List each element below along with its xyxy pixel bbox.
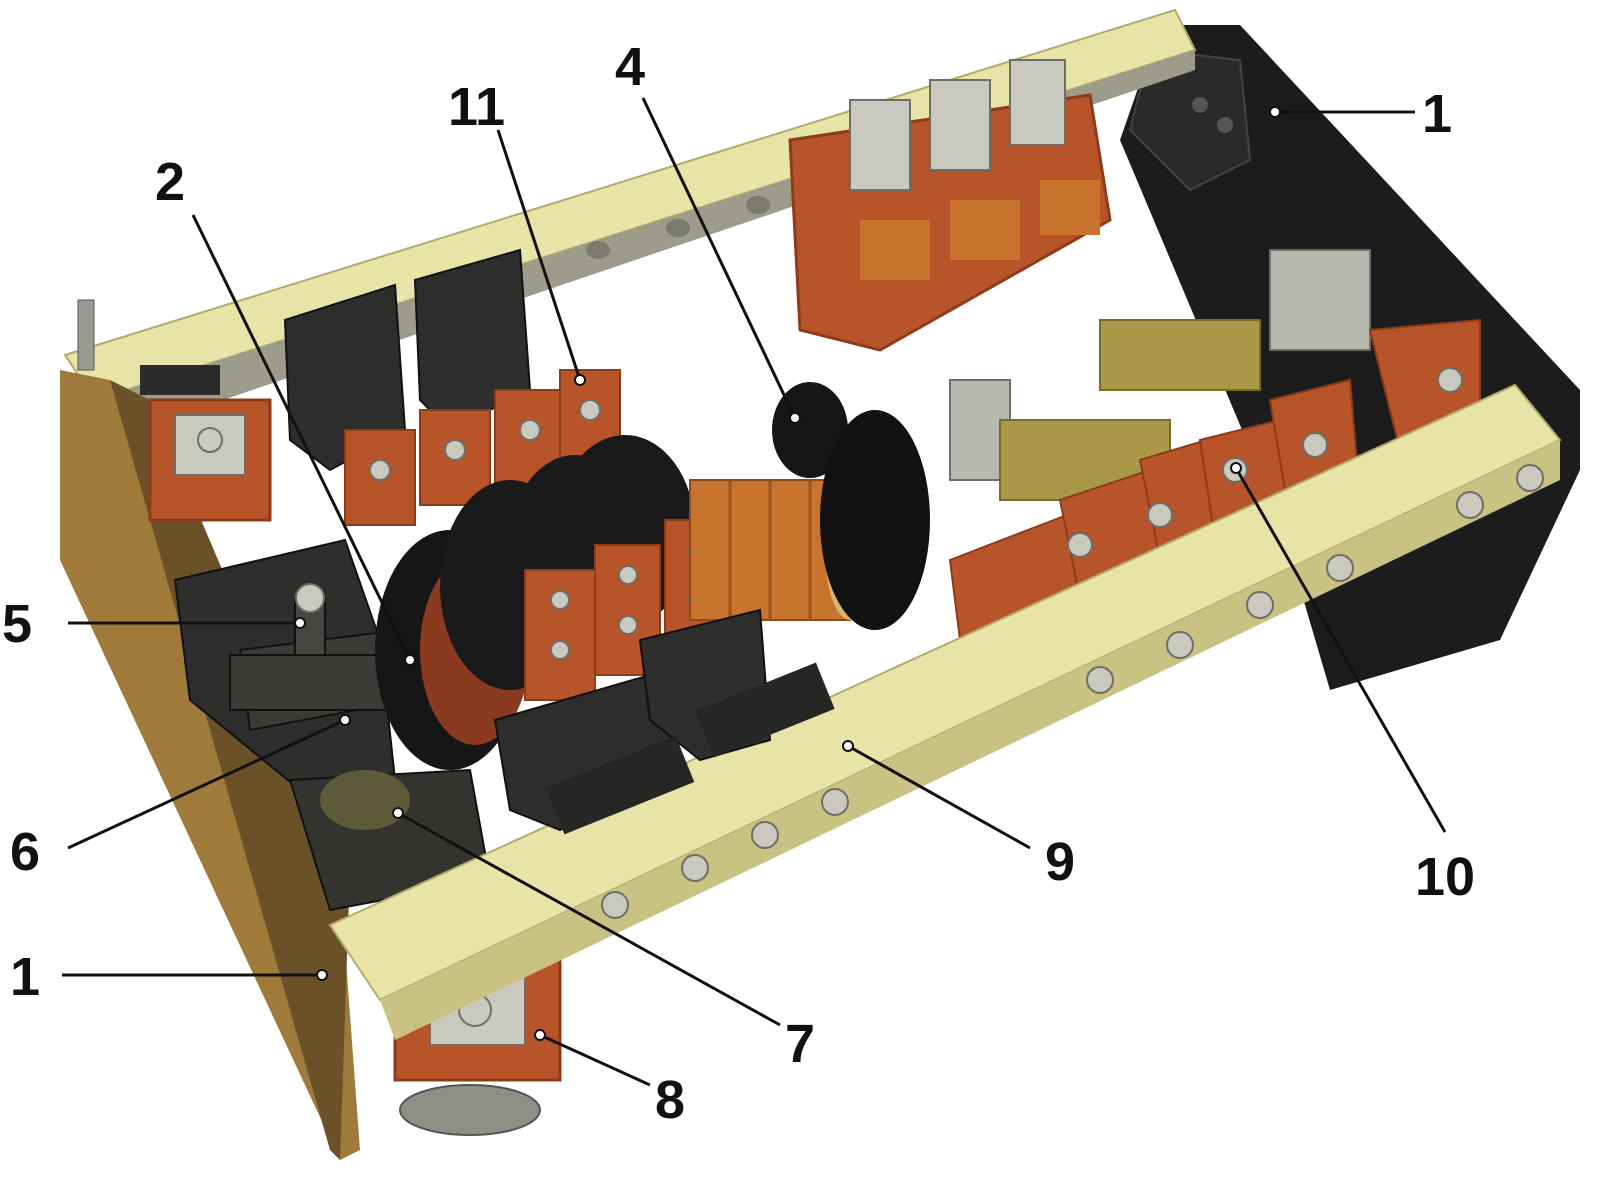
callout-label-1-top: 1 — [1422, 84, 1452, 144]
callout-label-10: 10 — [1415, 847, 1475, 907]
end-plate-left-face — [110, 380, 350, 1160]
callout-label-2: 2 — [155, 152, 185, 212]
callout-label-9: 9 — [1045, 832, 1075, 892]
frame-bar-front-side — [380, 440, 1560, 1040]
frame-bar-back-holes — [586, 196, 770, 259]
callout-labels: 1 1 2 4 5 6 7 8 9 10 11 — [2, 37, 1475, 1130]
leader-end-dots — [294, 106, 1281, 1041]
upper-contactor-group — [788, 59, 1112, 352]
insulator-block-upper-left — [148, 398, 272, 522]
leader-11 — [496, 129, 582, 381]
end-plate-right-bracket — [1128, 48, 1252, 192]
leader-10 — [1234, 467, 1447, 833]
callout-label-6: 6 — [10, 822, 40, 882]
flange-disc — [772, 382, 930, 630]
leader-2 — [191, 214, 412, 661]
frame-bar-front-bolts — [601, 464, 1544, 919]
callout-label-5: 5 — [2, 594, 32, 654]
callout-label-1-bottom: 1 — [10, 947, 40, 1007]
finger-contacts-row — [344, 369, 621, 526]
callout-label-8: 8 — [655, 1070, 685, 1130]
frame-bar-back-bracket — [140, 365, 220, 395]
leader-7 — [397, 811, 781, 1027]
lower-contactor-group — [948, 249, 1481, 642]
cast-iron-stands-back — [283, 248, 532, 472]
cast-iron-feet-front — [493, 608, 835, 835]
leader-9 — [847, 744, 1031, 850]
leader-8 — [539, 1033, 651, 1087]
bracket-hole — [1217, 117, 1233, 133]
callout-label-7: 7 — [785, 1014, 815, 1074]
leader-lines — [62, 97, 1447, 1087]
leader-4 — [641, 97, 797, 419]
leader-6 — [67, 718, 346, 850]
callout-label-11: 11 — [448, 77, 505, 137]
threaded-rod — [77, 299, 95, 371]
bracket-hole — [1192, 97, 1208, 113]
callout-label-4: 4 — [615, 37, 645, 97]
